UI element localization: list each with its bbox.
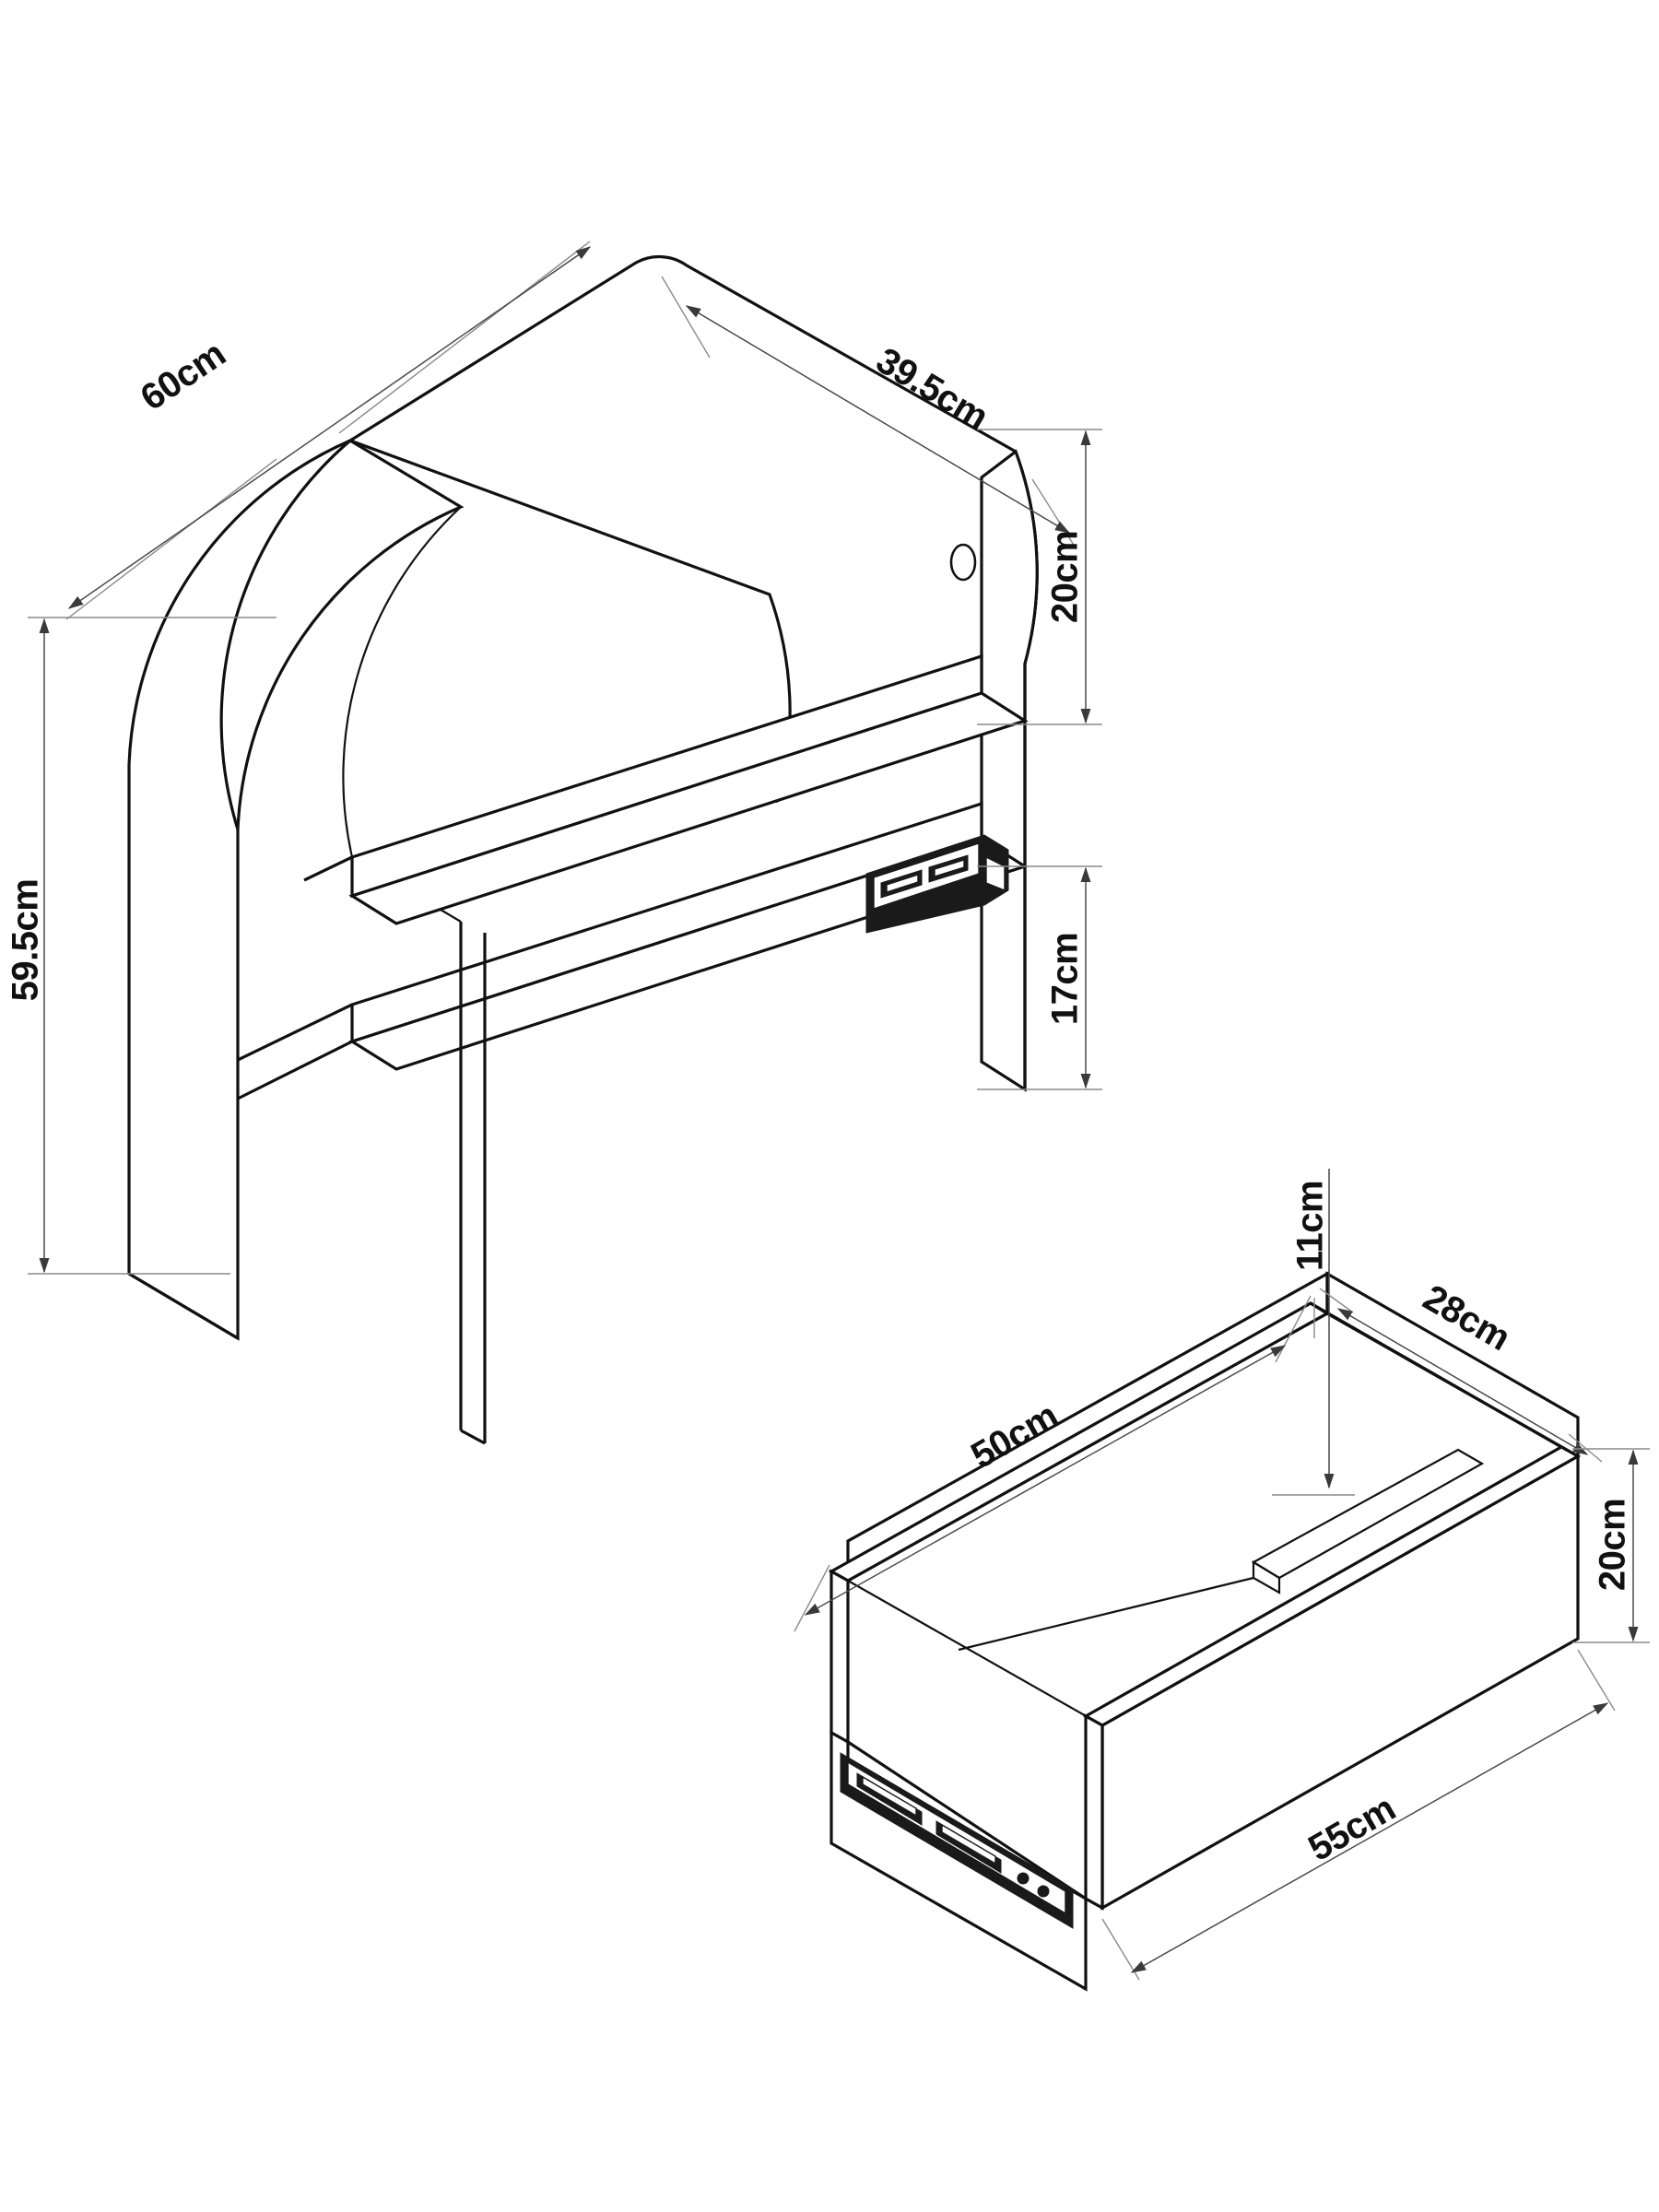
dimension-label-lower-shelf-gap: 17cm	[1045, 933, 1086, 1025]
dimension-label-drawer-front-width: 55cm	[1301, 1788, 1402, 1869]
cable-hole-icon	[949, 543, 977, 582]
upper-shelf-front-edge	[348, 691, 1029, 925]
dimension-label-drawer-front-height: 20cm	[1593, 1499, 1633, 1591]
drawer-front-left-low-wall-inner-edge	[847, 1740, 1087, 1900]
desk-assembly-view: 60cm 39.5cm 59.5cm 20cm	[6, 241, 1102, 1445]
drawer-assembly-view: 50cm 11cm 28cm 20cm	[794, 1169, 1650, 1992]
desk-front-leg-foot	[460, 1429, 486, 1445]
lower-shelf-underside-line	[237, 1003, 353, 1062]
dimension-label-drawer-side-height: 11cm	[1290, 1181, 1331, 1271]
dimension-drawer-front-height: 20cm	[1572, 1448, 1650, 1643]
dimension-lower-shelf-gap: 17cm	[977, 865, 1102, 1090]
drawer-left-side-wall-outer	[830, 1569, 850, 1745]
dimension-label-desk-height: 59.5cm	[6, 879, 46, 1002]
dimension-desk-height: 59.5cm	[6, 617, 276, 1275]
dimension-label-desk-width: 60cm	[134, 334, 233, 419]
dimension-upper-shelf-gap: 20cm	[977, 429, 1102, 725]
dimension-drawer-side-height: 11cm	[1272, 1169, 1355, 1496]
desk-right-upright-inner	[980, 449, 1039, 1092]
upper-shelf-left-return	[303, 855, 353, 882]
dimension-label-upper-shelf-gap: 20cm	[1045, 531, 1086, 623]
drawer-slide-rail-drawer	[840, 1752, 1074, 1929]
drawer-front-panel-left-edge	[1084, 1713, 1104, 1911]
lower-shelf-underside-front-line	[237, 1040, 353, 1100]
desk-left-panel-bottom	[128, 1272, 239, 1340]
drawer-slide-rail-desk	[865, 834, 1009, 934]
